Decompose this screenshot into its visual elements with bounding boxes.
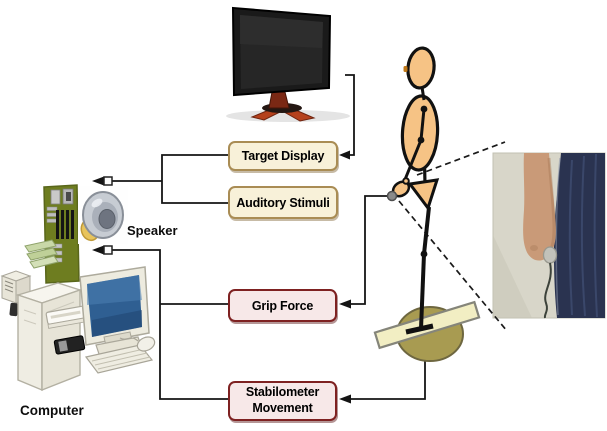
expansion-card-3 [29,255,59,269]
jeans-streaks [568,153,598,318]
mouse-cable [119,337,139,342]
speaker-highlight [91,198,103,208]
ram-stick-3 [46,218,58,223]
arrow-into-computer-bottom [92,245,104,255]
connector-lines [112,74,426,400]
mouse [119,336,156,352]
expansion-card-2 [26,247,58,261]
callout-line-lower [398,200,508,332]
auditory-stimuli-label: Auditory Stimuli [236,195,330,210]
psu-vents [4,280,14,293]
slot-1 [56,210,59,239]
jeans-edge-highlight [555,157,561,316]
device-wire [543,262,552,319]
lcd-monitor [226,6,350,122]
photo-shadow [493,235,532,318]
computer-tower [15,282,83,392]
line-left-lower-bracket [112,249,228,400]
crt-screen-shade [92,310,142,337]
psu-front [1,275,17,304]
grip-force-label: Grip Force [251,298,314,313]
knee-joint [420,250,428,258]
speaker-icon [78,186,128,244]
thumb [402,177,410,185]
line-grip-sensor-to-grip-force [351,195,392,305]
crt-screen-sheen [87,275,142,305]
usb-plug [9,302,19,317]
floppy-disk [53,335,86,355]
tower-front-face [17,294,43,392]
arrow-into-grip-force [339,299,351,309]
auditory-stimuli-box: Auditory Stimuli [228,186,338,219]
torso [400,94,440,172]
arrowheads [92,150,351,404]
stabilometer [373,300,481,362]
knuckle-shade [530,245,538,251]
target-display-box: Target Display [228,141,338,171]
head [406,46,436,90]
arrow-into-target-display [339,150,350,160]
stabilometer-label-line2: Movement [252,401,313,415]
elbow-joint [417,136,425,144]
line-stabilometer-to-box [351,358,426,400]
keyboard-rows [91,348,151,370]
zoom-callout-lines [398,141,508,332]
hip-triangle [407,178,440,212]
ram-stick-2 [46,212,58,217]
foot [405,323,434,335]
photo-jeans [554,153,605,318]
speaker-cone-center [98,209,116,229]
photo-arm-hand [523,153,556,261]
slot-2 [61,210,64,239]
hand-grip-photo [492,152,606,319]
grip-sensor-ball [386,190,398,202]
stabilometer-movement-box: Stabilometer Movement [228,381,337,421]
cd-drive-tray [45,305,90,329]
computer-cluster [0,184,156,392]
upper-arm [419,108,426,141]
line-monitor-to-target-display [345,74,355,156]
stabilometer-label-line1: Stabilometer [245,385,320,400]
chipset-die [66,192,71,201]
target-display-label: Target Display [241,149,325,163]
connector-node-top [103,176,113,186]
shin [419,253,426,330]
callout-line-upper [416,141,506,176]
keyboard [84,344,154,374]
arrow-into-stabilometer-box [339,394,351,404]
connector-node-bottom [103,245,113,255]
floppy-shutter [58,340,68,352]
arrow-into-computer-top [92,176,104,186]
ear-mark [403,66,408,72]
person-figure [386,46,440,335]
cd-tray-slot [50,310,81,319]
monitor-screen-sheen [240,15,323,48]
cpu-chip [50,189,61,205]
motherboard [24,184,80,284]
slot-3 [66,210,69,239]
ram-stick-1 [46,206,58,211]
mouse-body [136,336,156,352]
grip-device-in-photo [542,246,558,264]
shoulder-joint [420,105,428,113]
computer-label: Computer [20,403,84,418]
line-display-audio-bracket [161,154,228,204]
thigh [422,206,431,255]
monitor-shadow [226,110,350,122]
speaker-label: Speaker [127,223,178,238]
expansion-card-1 [24,239,57,253]
slot-4 [71,210,74,239]
monitor-stand-column [268,91,290,109]
grip-force-box: Grip Force [228,289,337,322]
